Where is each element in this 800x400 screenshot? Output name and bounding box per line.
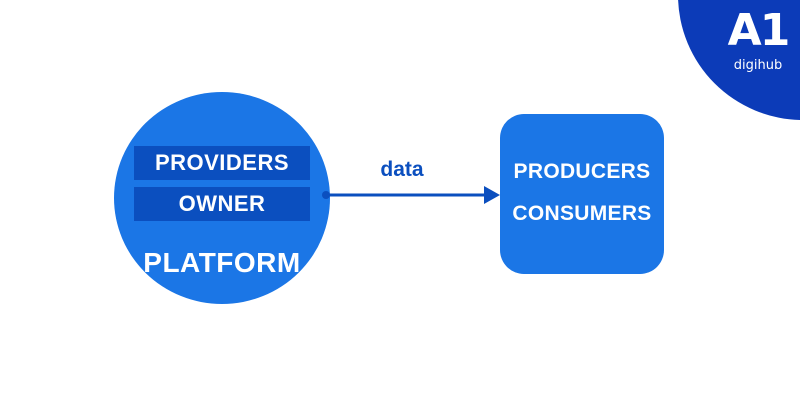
data-edge-label: data — [380, 158, 424, 181]
providers-band: PROVIDERS — [134, 146, 310, 180]
consumers-label: CONSUMERS — [512, 202, 652, 225]
platform-label: PLATFORM — [143, 247, 301, 278]
logo-wordmark: digihub — [733, 58, 783, 73]
logo-mark: A1 — [727, 5, 791, 56]
owner-band: OWNER — [134, 187, 310, 221]
producers-label: PRODUCERS — [513, 160, 651, 183]
arrow-head — [484, 186, 500, 204]
producers-consumers-node — [500, 114, 664, 274]
